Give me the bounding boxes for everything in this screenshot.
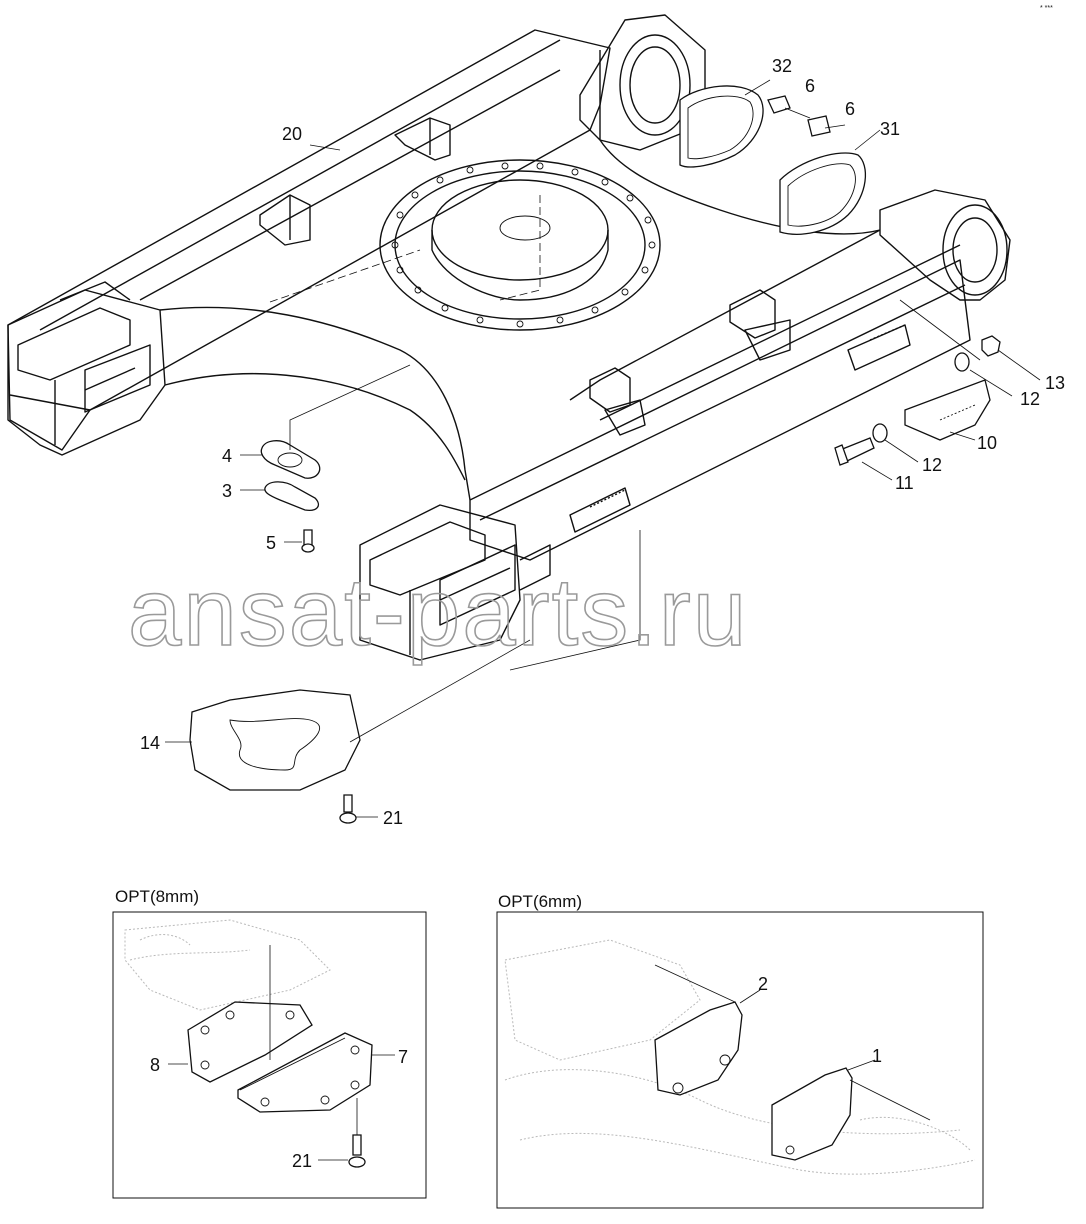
opt-6mm-title: OPT(6mm) [498, 892, 582, 911]
watermark-text: ansat-parts.ru [128, 559, 748, 666]
leader-lines [165, 79, 1041, 818]
opt-8mm-panel: OPT(8mm) 8 7 21 [112, 887, 427, 1199]
callout-12: 12 [922, 455, 942, 475]
callout-31: 31 [880, 119, 900, 139]
callout-11: 11 [895, 473, 914, 493]
callout-21: 21 [292, 1151, 312, 1171]
callout-10: 10 [977, 433, 997, 453]
opt-6mm-panel: OPT(6mm) 2 1 [496, 892, 984, 1209]
callout-12: 12 [1020, 389, 1040, 409]
callout-6: 6 [805, 76, 815, 96]
hardware-parts [189, 95, 1001, 824]
callout-labels: 20 32 6 6 31 13 12 10 12 11 4 3 5 14 21 [140, 56, 1065, 828]
callout-8: 8 [150, 1055, 160, 1075]
callout-14: 14 [140, 733, 160, 753]
callout-32: 32 [772, 56, 792, 76]
callout-5: 5 [266, 533, 276, 553]
callout-3: 3 [222, 481, 232, 501]
callout-7: 7 [398, 1047, 408, 1067]
callout-1: 1 [872, 1046, 882, 1066]
callout-6: 6 [845, 99, 855, 119]
callout-21: 21 [383, 808, 403, 828]
corner-mark: * *** [1040, 5, 1053, 12]
callout-2: 2 [758, 974, 768, 994]
callout-4: 4 [222, 446, 232, 466]
covers-31-32 [679, 85, 867, 235]
callout-13: 13 [1045, 373, 1065, 393]
opt-8mm-title: OPT(8mm) [115, 887, 199, 906]
callout-20: 20 [282, 124, 302, 144]
lower-frame-drawing [7, 14, 1011, 661]
